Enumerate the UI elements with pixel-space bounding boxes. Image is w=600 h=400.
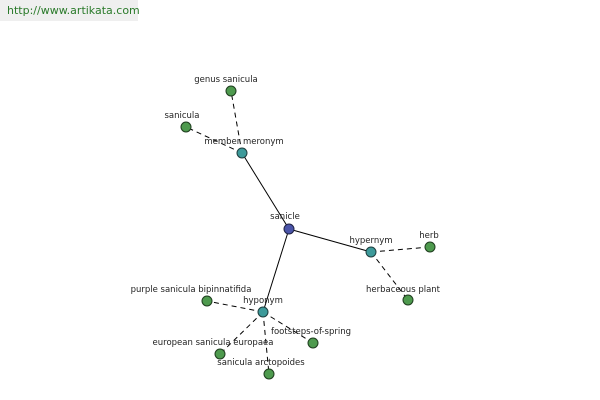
edge-member-meronym-genus-sanicula	[230, 90, 243, 154]
node-member-meronym[interactable]	[236, 147, 248, 159]
source-url[interactable]: http://www.artikata.com	[0, 0, 140, 21]
label-european-sanicula-europaea: european sanicula europaea	[153, 338, 274, 348]
edge-sanicle-hyponym	[262, 228, 290, 313]
edge-sanicle-member-meronym	[241, 152, 290, 230]
edge-hyponym-sanicula-arctopoides	[262, 311, 270, 375]
node-hypernym[interactable]	[365, 246, 377, 258]
node-sanicula[interactable]	[180, 121, 192, 133]
node-purple-sanicula-bipinnatifida[interactable]	[201, 295, 213, 307]
label-footsteps-of-spring: footsteps-of-spring	[271, 327, 351, 337]
label-herbaceous-plant: herbaceous plant	[366, 285, 441, 295]
label-hyponym: hyponym	[243, 296, 283, 306]
node-european-sanicula-europaea[interactable]	[214, 348, 226, 360]
node-hyponym[interactable]	[257, 306, 269, 318]
edge-hypernym-herb	[370, 246, 431, 253]
node-herb[interactable]	[424, 241, 436, 253]
edge-member-meronym-sanicula	[185, 126, 243, 154]
edge-hyponym-european-sanicula-europaea	[219, 311, 264, 355]
node-herbaceous-plant[interactable]	[402, 294, 414, 306]
node-sanicle[interactable]	[283, 223, 295, 235]
label-genus-sanicula: genus sanicula	[194, 75, 258, 85]
label-herb: herb	[419, 231, 439, 241]
label-sanicle: sanicle	[270, 212, 300, 222]
edge-sanicle-hypernym	[288, 228, 372, 253]
label-sanicula: sanicula	[164, 111, 199, 121]
label-member-meronym: member meronym	[204, 137, 283, 147]
edge-hyponym-purple-sanicula-bipinnatifida	[206, 300, 264, 313]
node-sanicula-arctopoides[interactable]	[263, 368, 275, 380]
edge-hyponym-footsteps-of-spring	[262, 311, 314, 344]
label-sanicula-arctopoides: sanicula arctopoides	[217, 358, 305, 368]
edge-hypernym-herbaceous-plant	[370, 251, 409, 301]
node-genus-sanicula[interactable]	[225, 85, 237, 97]
label-hypernym: hypernym	[349, 236, 392, 246]
node-footsteps-of-spring[interactable]	[307, 337, 319, 349]
label-purple-sanicula-bipinnatifida: purple sanicula bipinnatifida	[131, 285, 252, 295]
